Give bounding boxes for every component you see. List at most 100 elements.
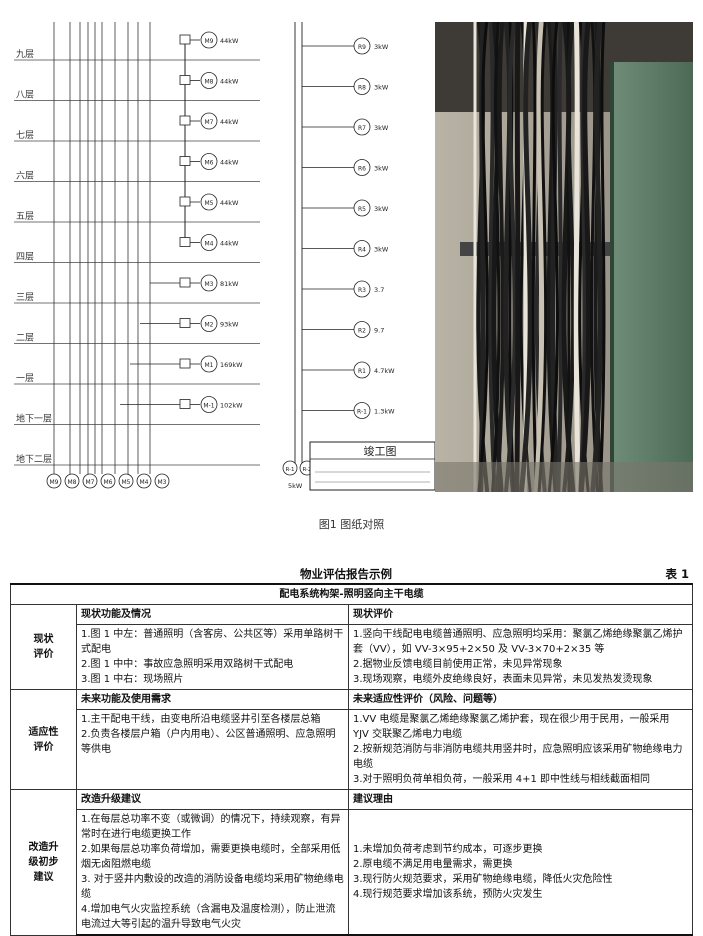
- terminal-label: M5: [122, 479, 131, 486]
- floor-label: 一层: [16, 373, 34, 384]
- list-item: 1.在每层总功率不变（或微调）的情况下，持续观察，有异常时在进行电缆更换工作: [81, 814, 341, 840]
- panel-symbol: [200, 31, 218, 49]
- floor-label: 五层: [16, 211, 34, 222]
- riser-box: [179, 399, 191, 409]
- load-label: 169kW: [220, 361, 243, 369]
- col-header: 未来适应性评价（风险、问题等）: [347, 689, 694, 710]
- riser-box: [179, 196, 191, 207]
- terminal: [118, 473, 134, 489]
- terminal: [100, 473, 116, 489]
- cell-right: 1.未增加负荷考虑到节约成本，可逐步更换 2.原电缆不满足用电量需求，需更换 3…: [347, 809, 694, 936]
- panel-label: M3: [205, 281, 214, 288]
- panel-label: M9: [205, 38, 214, 45]
- emergency-load-label: 3kW: [374, 205, 389, 213]
- terminal: [82, 473, 98, 489]
- figure-caption: 图1 图纸对照: [318, 518, 385, 531]
- bottom-load-label: 5kW: [288, 482, 303, 490]
- list-item: 2.图 1 中中：事故应急照明采用双路树干式配电: [81, 659, 294, 670]
- emergency-panel-symbol: [353, 118, 371, 136]
- list-item: 4.现行规范要求增加该系统，预防火灾发生: [353, 889, 543, 900]
- emergency-panel-label: R8: [358, 85, 366, 92]
- col-header: 改造升级建议: [76, 789, 349, 810]
- emergency-terminal-label: R-2: [302, 467, 311, 473]
- panel-symbol: [200, 72, 218, 89]
- terminal-label: M6: [104, 479, 113, 486]
- list-item: 1.VV 电缆是聚氯乙烯绝缘聚氯乙烯护套，现在很少用于民用，一般采用 YJV 交…: [353, 714, 670, 740]
- emergency-panel-symbol: [353, 240, 371, 257]
- floor-label: 四层: [16, 252, 34, 263]
- terminal-label: M9: [50, 479, 59, 486]
- riser-box: [179, 115, 191, 126]
- floor-label: 六层: [16, 170, 34, 182]
- panel-label: M8: [205, 79, 214, 86]
- cell-left: 1.图 1 中左：普通照明（含客房、公共区等）采用单路树干式配电 2.图 1 中…: [76, 624, 349, 690]
- emergency-panel-symbol: [353, 280, 371, 298]
- col-header: 现状功能及情况: [76, 604, 349, 625]
- emergency-load-label: 3kW: [374, 84, 389, 92]
- emergency-panel-symbol: [353, 159, 371, 176]
- cable-shaft-photo: [435, 22, 693, 492]
- terminal-label: M4: [140, 479, 149, 486]
- load-label: 44kW: [220, 118, 239, 126]
- cell-right: 1.竖向干线配电电缆普通照明、应急照明均采用：聚氯乙烯绝缘聚氯乙烯护套（VV），…: [347, 624, 694, 690]
- list-item: 3. 对于竖井内敷设的改造的消防设备电缆均采用矿物绝缘电缆: [81, 874, 344, 900]
- emergency-terminal: [282, 460, 298, 476]
- list-item: 1.图 1 中左：普通照明（含客房、公共区等）采用单路树干式配电: [81, 629, 344, 655]
- list-item: 1.主干配电干线，由变电所沿电缆竖井引至各楼层总箱: [81, 714, 321, 725]
- col-header: 未来功能及使用需求: [76, 689, 349, 710]
- col-header: 现状评价: [347, 604, 694, 625]
- emergency-panel-label: R7: [358, 125, 366, 132]
- load-label: 44kW: [220, 240, 239, 248]
- cell-left: 1.在每层总功率不变（或微调）的情况下，持续观察，有异常时在进行电缆更换工作 2…: [76, 809, 349, 936]
- emergency-panel-symbol: [353, 321, 371, 338]
- terminal: [46, 473, 62, 489]
- terminal: [154, 473, 170, 489]
- panel-symbol: [200, 274, 218, 292]
- panel-label: M4: [205, 241, 214, 248]
- terminal: [64, 473, 80, 489]
- panel-label: M7: [205, 119, 214, 126]
- list-item: 4.增加电气火灾监控系统（含漏电及温度检测），防止泄流电流过大等引起的温升导致电…: [81, 904, 336, 930]
- riser-box: [179, 318, 191, 328]
- cell-left: 1.主干配电干线，由变电所沿电缆竖井引至各楼层总箱 2.负责各楼层户箱（户内用电…: [76, 709, 349, 790]
- row-label-upgrade: 改造升级初步建议: [10, 789, 77, 936]
- emergency-panel-symbol: [353, 402, 371, 419]
- panel-symbol: [200, 355, 218, 373]
- emergency-panel-label: R5: [358, 206, 366, 213]
- emergency-panel-symbol: [353, 199, 371, 217]
- table-number: 表 1: [665, 567, 689, 581]
- load-label: 44kW: [220, 159, 239, 167]
- emergency-load-label: 3kW: [374, 165, 389, 173]
- floor-label: 九层: [16, 49, 34, 60]
- list-item: 2.原电缆不满足用电量需求，需更换: [353, 859, 513, 870]
- list-item: 3.图 1 中右：现场照片: [81, 674, 184, 685]
- emergency-panel-symbol: [353, 361, 371, 379]
- emergency-load-label: 1.3kW: [374, 408, 395, 416]
- riser-box: [179, 237, 191, 247]
- emergency-panel-label: R3: [358, 287, 366, 294]
- evaluation-table: 配电系统构架-照明竖向主干电缆 现状评价 现状功能及情况 现状评价 1.图 1 …: [9, 583, 694, 936]
- row-label-status: 现状评价: [10, 604, 77, 690]
- list-item: 3.现场观察，电缆外皮绝缘良好，表面未见异常，未见发热发烫现象: [353, 674, 653, 685]
- cell-right: 1.VV 电缆是聚氯乙烯绝缘聚氯乙烯护套，现在很少用于民用，一般采用 YJV 交…: [347, 709, 694, 790]
- panel-symbol: [200, 234, 218, 251]
- list-item: 1.竖向干线配电电缆普通照明、应急照明均采用：聚氯乙烯绝缘聚氯乙烯护套（VV），…: [353, 629, 683, 655]
- floor-label: 三层: [16, 292, 34, 303]
- riser-box: [179, 34, 191, 45]
- floor-label: 八层: [16, 90, 34, 101]
- panel-label: M5: [205, 200, 214, 207]
- load-label: 44kW: [220, 78, 239, 86]
- panel-label: M6: [205, 160, 214, 167]
- emergency-load-label: 3kW: [374, 43, 389, 51]
- riser-box: [179, 277, 191, 288]
- emergency-load-label: 3.7: [374, 286, 384, 294]
- load-label: 44kW: [220, 199, 239, 207]
- title-block: 竣工图: [309, 441, 435, 491]
- panel-symbol: [200, 315, 218, 332]
- panel-label: M-1: [203, 403, 214, 410]
- list-item: 1.未增加负荷考虑到节约成本，可逐步更换: [353, 844, 543, 855]
